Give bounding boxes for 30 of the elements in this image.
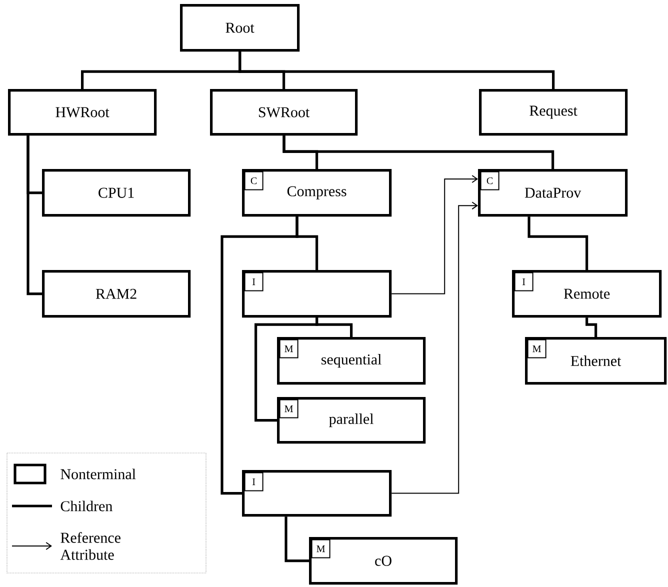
type-tag: M xyxy=(279,339,298,358)
legend-entry: Children xyxy=(12,500,112,512)
child-connector xyxy=(528,216,588,270)
child-connector xyxy=(284,516,309,562)
type-tag: M xyxy=(279,399,298,418)
type-tag: I xyxy=(244,472,264,492)
nonterminal-box: SWRoot xyxy=(210,89,358,136)
nonterminal-box: RAM2 xyxy=(42,270,191,318)
child-connector xyxy=(282,136,554,169)
nonterminal-box: HWRoot xyxy=(8,89,157,136)
nonterminal-box xyxy=(242,470,392,517)
reference-arrow xyxy=(391,175,478,294)
type-tag: C xyxy=(480,171,500,190)
legend-entry: Reference Attribute xyxy=(12,532,120,560)
nonterminal-box xyxy=(242,270,392,318)
type-tag: I xyxy=(244,272,264,292)
child-connector xyxy=(220,216,298,495)
nonterminal-box: Root xyxy=(180,4,300,52)
child-connector xyxy=(26,136,42,296)
nonterminal-box: Request xyxy=(479,89,628,136)
reference-arrow xyxy=(391,202,478,494)
type-tag: M xyxy=(311,539,330,558)
child-connector xyxy=(254,318,318,422)
nonterminal-box: CPU1 xyxy=(42,169,191,217)
type-tag: M xyxy=(527,339,546,358)
type-tag: C xyxy=(244,171,264,190)
legend-entry: Nonterminal xyxy=(14,464,136,484)
type-tag: I xyxy=(514,272,534,292)
child-connector xyxy=(238,52,555,89)
child-connector xyxy=(586,318,598,337)
